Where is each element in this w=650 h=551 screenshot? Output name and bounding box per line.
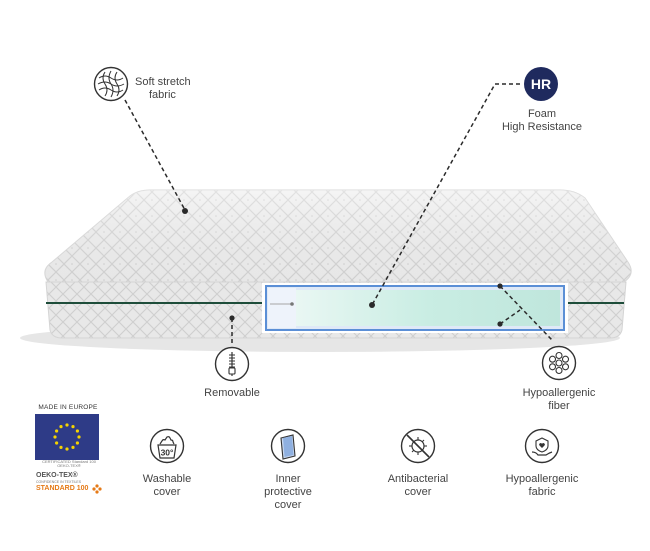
zipper-pull	[290, 302, 294, 306]
hypoallergenic-icon	[524, 428, 560, 464]
foam-callout-line	[371, 83, 520, 306]
fiber-callout-line-b	[499, 309, 521, 325]
hr-badge: HR	[524, 67, 558, 101]
fabric-mesh-icon	[93, 66, 129, 102]
removable-label: Removable	[204, 387, 260, 399]
fiber-dots-icon	[541, 345, 577, 381]
washable-label: Washable cover	[142, 473, 192, 498]
fiber-label-line2: fiber	[548, 400, 570, 412]
standard-100-label: STANDARD 100	[36, 485, 89, 492]
made-in-europe-label: MADE IN EUROPE	[38, 404, 98, 411]
antibacterial-icon	[400, 428, 436, 464]
fabric-label-line1: Soft stretch	[135, 76, 191, 88]
fabric-callout-line	[124, 99, 186, 211]
eu-stars-icon	[53, 423, 81, 451]
washable-temp: 30°	[161, 448, 174, 458]
foam-label-line1: Foam	[527, 108, 557, 120]
fiber-label-line1: Hypoallergenic	[522, 387, 596, 399]
zipper-icon	[214, 346, 250, 382]
foam-label-line2: High Resistance	[501, 121, 583, 133]
hypoallergenic-label: Hypoallergenic fabric	[505, 473, 579, 498]
oeko-tex-brand: OEKO-TEX®	[36, 472, 78, 479]
fabric-label: Soft stretch fabric	[135, 76, 191, 102]
oeko-flower-icon	[92, 484, 102, 494]
inner-cover-label: Inner protective cover	[264, 473, 312, 511]
fabric-label-line2: fabric	[149, 89, 176, 101]
antibacterial-label: Antibacterial cover	[387, 473, 449, 498]
fiber-callout-line-a	[499, 285, 553, 341]
cert-small-text: CERTIFICATED Standard 100 OEKO-TEX®	[42, 459, 96, 468]
hr-foam-core	[296, 290, 560, 326]
fiber-label: Hypoallergenic fiber	[513, 387, 605, 413]
eu-flag	[35, 414, 99, 460]
foam-label: Foam High Resistance	[497, 108, 587, 134]
oeko-tex-subtitle: CONFIDENCE IN TEXTILES	[36, 480, 82, 484]
washable-icon: 30°	[149, 428, 185, 464]
inner-cover-icon	[270, 428, 306, 464]
